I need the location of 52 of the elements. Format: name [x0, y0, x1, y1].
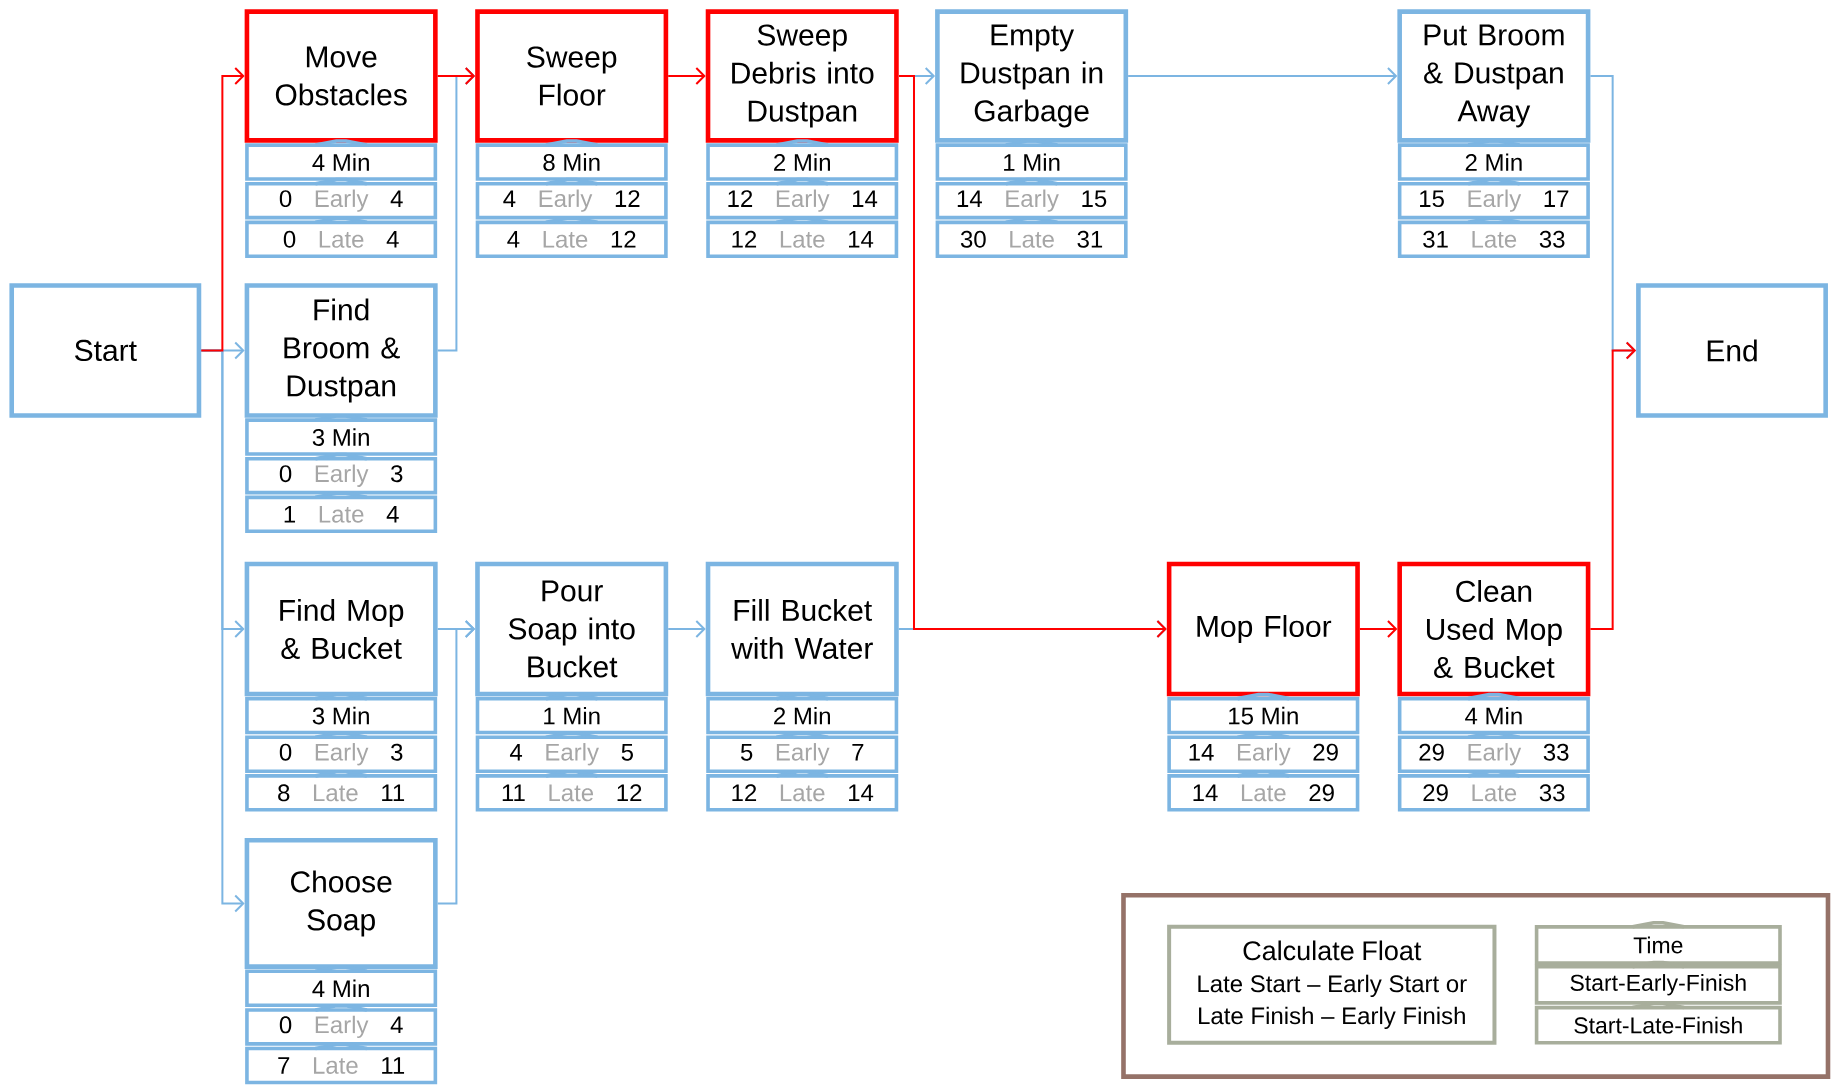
schedule-box: 14 Early 29 — [1167, 731, 1360, 773]
duration-box: 15 Min — [1167, 692, 1360, 735]
duration-box: 2 Min — [706, 139, 899, 181]
key-row-box: Start-Late-Finish — [1534, 1001, 1782, 1045]
schedule-box: 8 Late 11 — [245, 770, 438, 812]
schedule-box: 29 Early 33 — [1397, 731, 1590, 773]
duration-box: 3 Min — [245, 414, 438, 456]
schedule-box: 0 Early 3 — [245, 731, 438, 773]
duration-box: 4 Min — [1397, 692, 1590, 735]
duration-box: 4 Min — [245, 965, 438, 1008]
schedule-box: 31 Late 33 — [1397, 216, 1590, 259]
schedule-box: 12 Late 14 — [706, 770, 899, 812]
schedule-box: 29 Late 33 — [1397, 770, 1590, 812]
duration-box: 2 Min — [1397, 139, 1590, 181]
schedule-box: 11 Late 12 — [475, 770, 668, 812]
arrow — [897, 75, 1167, 638]
schedule-box: 0 Early 4 — [245, 1004, 438, 1046]
schedule-box: 14 Late 29 — [1167, 770, 1360, 812]
schedule-box: 14 Early 15 — [935, 177, 1128, 220]
schedule-box: 4 Early 5 — [475, 731, 668, 773]
arrow — [1589, 341, 1637, 630]
duration-box: 4 Min — [245, 139, 438, 181]
arrow — [667, 620, 706, 638]
arrow — [436, 67, 476, 86]
key-panel — [1121, 892, 1831, 1079]
schedule-box: 15 Early 17 — [1397, 177, 1590, 220]
schedule-box: 30 Late 31 — [935, 216, 1128, 259]
schedule-box: 4 Early 12 — [475, 177, 668, 220]
schedule-box: 0 Late 4 — [245, 216, 438, 259]
arrow — [1127, 67, 1398, 86]
terminal-box: Start — [9, 283, 202, 418]
schedule-box: 1 Late 4 — [245, 491, 438, 534]
schedule-box: 12 Early 14 — [706, 177, 899, 220]
key-row-box: Time — [1534, 920, 1782, 965]
schedule-box: 7 Late 11 — [245, 1042, 438, 1085]
duration-box: 2 Min — [706, 692, 899, 735]
float-formula-box: Calculate Float Late Start – Early Start or Late Finish – Early Finish — [1167, 924, 1497, 1045]
arrow — [667, 67, 706, 86]
arrow — [436, 620, 476, 905]
arrow — [200, 67, 245, 352]
schedule-box: 0 Early 4 — [245, 177, 438, 220]
duration-box: 1 Min — [935, 139, 1128, 181]
arrow — [1358, 620, 1398, 638]
schedule-box: 4 Late 12 — [475, 216, 668, 259]
schedule-box: 12 Late 14 — [706, 216, 899, 259]
schedule-box: 5 Early 7 — [706, 731, 899, 773]
duration-box: 3 Min — [245, 692, 438, 735]
terminal-box: End — [1636, 283, 1828, 418]
duration-box: 1 Min — [475, 692, 668, 735]
duration-box: 8 Min — [475, 139, 668, 181]
key-row-box: Start-Early-Finish — [1534, 960, 1782, 1005]
schedule-box: 0 Early 3 — [245, 452, 438, 495]
